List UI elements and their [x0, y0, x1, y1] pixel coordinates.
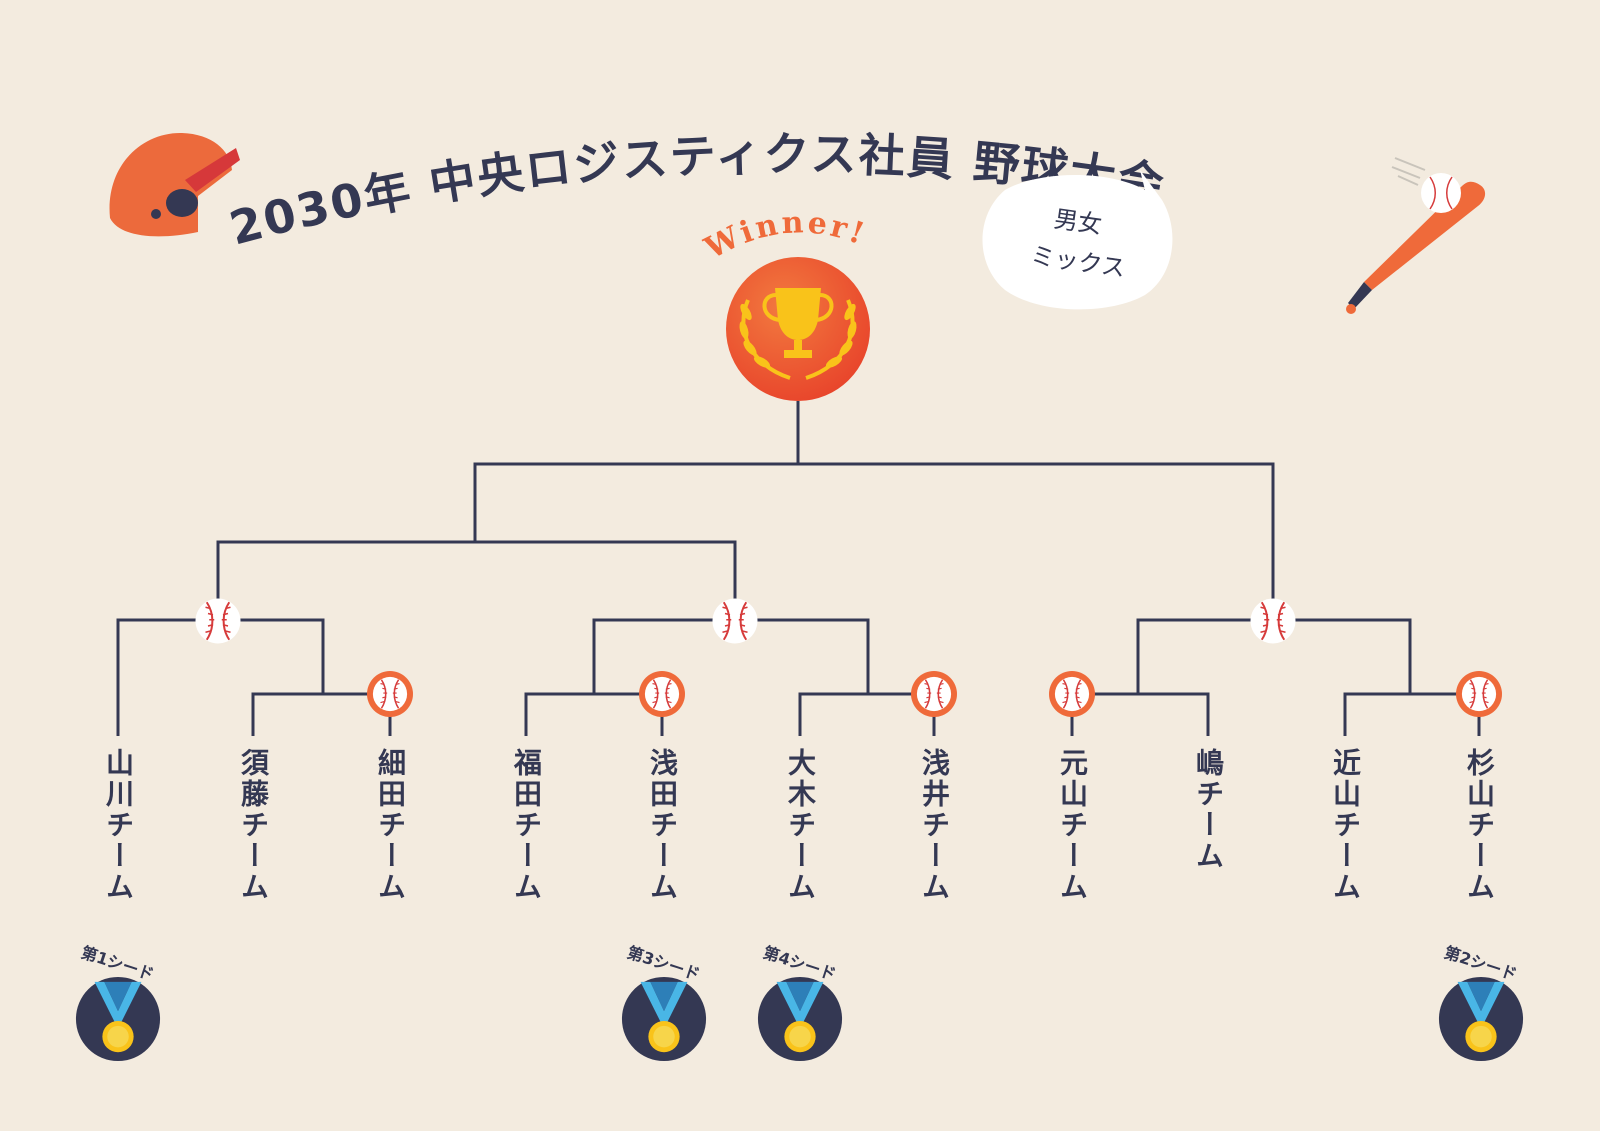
team-name: 浅田チーム	[646, 748, 679, 903]
team-name: 元山チーム	[1056, 748, 1089, 903]
bracket-lines	[116, 401, 1481, 736]
baseball-icon	[367, 671, 413, 717]
baseball-icon	[1049, 671, 1095, 717]
baseball-icon	[194, 597, 242, 645]
baseball-icon	[911, 671, 957, 717]
helmet-icon	[109, 132, 240, 237]
team-name: 近山チーム	[1329, 748, 1362, 903]
team-name: 浅井チーム	[918, 748, 951, 903]
baseball-icon	[1249, 597, 1297, 645]
baseball-icon	[639, 671, 685, 717]
team-name: 大木チーム	[784, 748, 817, 903]
medal-icon	[75, 976, 161, 1062]
bat-ball-icon	[1346, 157, 1486, 314]
team-name: 杉山チーム	[1463, 748, 1496, 903]
baseball-icon	[711, 597, 759, 645]
team-name: 須藤チーム	[237, 748, 270, 903]
medal-icon	[1438, 976, 1524, 1062]
winner-emblem: Winner!	[699, 205, 872, 401]
team-name: 細田チーム	[374, 748, 407, 903]
team-name: 嶋チーム	[1192, 748, 1225, 872]
mixed-badge-bubble	[982, 170, 1173, 310]
team-name: 山川チーム	[102, 748, 135, 903]
team-name: 福田チーム	[510, 748, 543, 903]
trophy-icon	[739, 288, 857, 380]
medal-icon	[621, 976, 707, 1062]
baseball-icon	[1456, 671, 1502, 717]
winner-label: Winner!	[699, 205, 872, 267]
medal-icon	[757, 976, 843, 1062]
